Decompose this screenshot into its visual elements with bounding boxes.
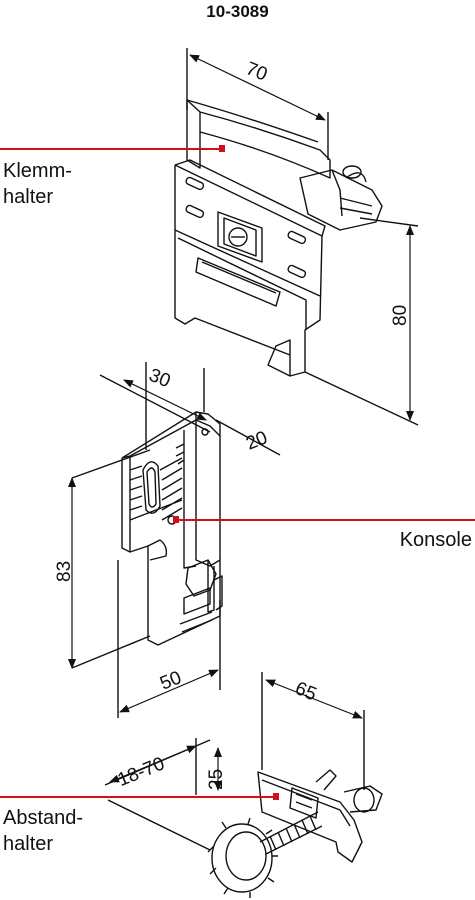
dim-klemmhalter-width: 70 xyxy=(243,58,270,85)
label-abstandhalter-line1: Abstand- xyxy=(3,807,84,829)
dim-konsole-offset: 20 xyxy=(243,427,270,454)
label-abstandhalter: Abstand- halter xyxy=(3,805,83,857)
dim-klemmhalter-height: 80 xyxy=(390,305,411,326)
konsole-part xyxy=(71,362,281,718)
dim-konsole-height: 83 xyxy=(54,561,75,582)
dim-abstandhalter-range: 18-70 xyxy=(115,753,168,791)
leader-klemmhalter-point xyxy=(219,145,225,152)
dim-line-konsole-width xyxy=(119,669,219,713)
label-klemmhalter: Klemm- halter xyxy=(3,158,72,210)
dim-abstandhalter-height: 25 xyxy=(206,769,227,790)
abstandhalter-part xyxy=(104,672,383,898)
leader-lines xyxy=(0,145,475,800)
dim-line-klemmhalter-width xyxy=(189,54,326,121)
leader-abstandhalter-point xyxy=(273,793,279,800)
label-konsole: Konsole xyxy=(399,529,472,551)
dim-line-abstandhalter-range xyxy=(109,745,197,783)
dim-konsole-depth: 30 xyxy=(146,365,173,392)
dim-abstandhalter-length: 65 xyxy=(292,678,319,705)
drawing-title: 10-3089 xyxy=(206,2,269,21)
label-klemmhalter-line2: halter xyxy=(3,186,54,208)
dim-line-abstandhalter-length xyxy=(265,679,363,719)
leader-konsole-point xyxy=(173,516,179,523)
label-klemmhalter-line1: Klemm- xyxy=(3,160,72,182)
dim-konsole-width: 50 xyxy=(157,667,184,694)
klemmhalter-part xyxy=(174,48,419,426)
dim-line-konsole-depth xyxy=(123,379,207,421)
label-abstandhalter-line2: halter xyxy=(3,833,54,855)
